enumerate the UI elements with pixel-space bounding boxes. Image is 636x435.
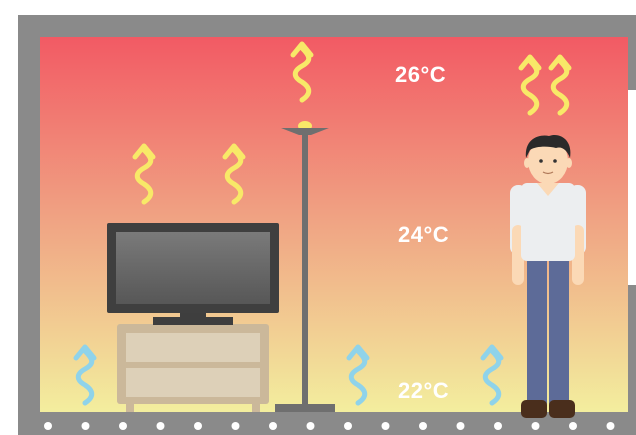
floor-dot bbox=[344, 422, 352, 430]
floor-dot bbox=[82, 422, 90, 430]
floor-dot bbox=[157, 422, 165, 430]
floor-dot bbox=[44, 422, 52, 430]
floor-dot bbox=[232, 422, 240, 430]
floor-dot bbox=[307, 422, 315, 430]
floor-dot bbox=[607, 422, 615, 430]
temperature-label-top: 26°C bbox=[395, 62, 446, 88]
floor-dot bbox=[457, 422, 465, 430]
floor-dot bbox=[532, 422, 540, 430]
floor-dot bbox=[419, 422, 427, 430]
floor-dot bbox=[494, 422, 502, 430]
tv-screen bbox=[116, 232, 270, 304]
floor-dot bbox=[569, 422, 577, 430]
floor-dot bbox=[194, 422, 202, 430]
floor-dot bbox=[269, 422, 277, 430]
floor-dot bbox=[119, 422, 127, 430]
television bbox=[107, 223, 279, 325]
tv-cabinet bbox=[117, 324, 269, 412]
floor-dot bbox=[382, 422, 390, 430]
temperature-label-bottom: 22°C bbox=[398, 378, 449, 404]
doorway-gap bbox=[628, 90, 636, 285]
temperature-label-middle: 24°C bbox=[398, 222, 449, 248]
